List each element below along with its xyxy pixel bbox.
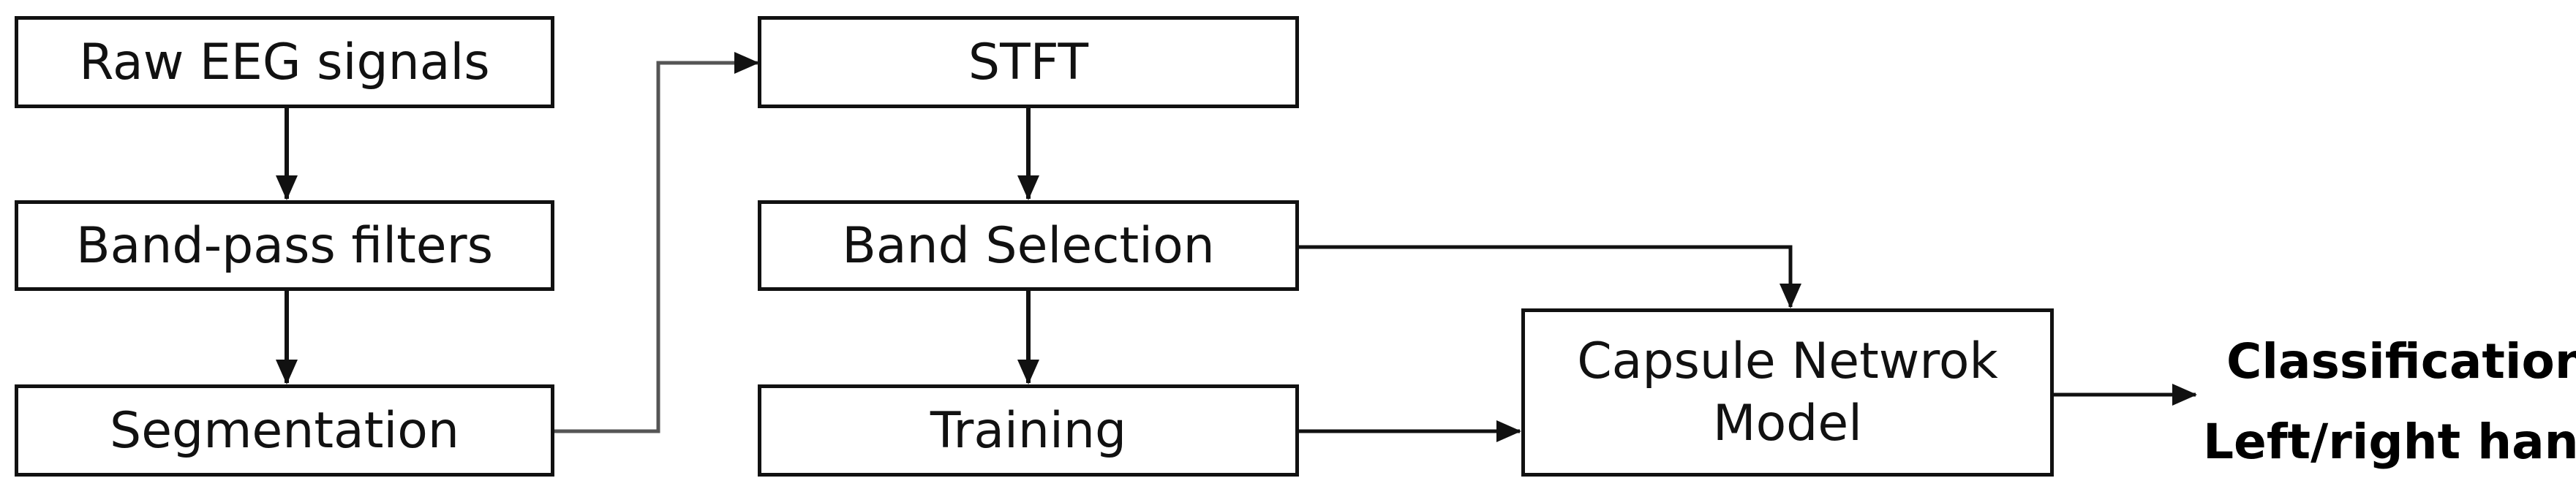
band-pass-filters-box: Band-pass filters [15, 200, 554, 291]
capsule-model-label-line1: Capsule Netwrok [1577, 333, 1998, 390]
capsule-network-model-box: Capsule Netwrok Model [1521, 308, 2054, 477]
training-label: Training [930, 401, 1127, 460]
band-pass-filters-label: Band-pass filters [75, 216, 494, 275]
arrow-segmentation-to-stft [554, 52, 759, 433]
segmentation-label: Segmentation [110, 401, 459, 460]
training-box: Training [758, 384, 1299, 477]
classification-label: Classification [2226, 333, 2576, 390]
arrow-band-selection-to-capsule [1299, 245, 1801, 308]
stft-box: STFT [758, 16, 1299, 108]
stft-label: STFT [968, 33, 1089, 91]
band-selection-label: Band Selection [842, 216, 1215, 275]
band-selection-box: Band Selection [758, 200, 1299, 291]
raw-eeg-signals-label: Raw EEG signals [79, 33, 490, 91]
capsule-model-label-line2: Model [1712, 395, 1863, 452]
raw-eeg-signals-box: Raw EEG signals [15, 16, 554, 108]
left-right-hand-output: Left/right hand [2203, 418, 2576, 466]
classification-output: Classification [2226, 338, 2576, 386]
left-right-hand-label: Left/right hand [2203, 414, 2576, 470]
segmentation-box: Segmentation [15, 384, 554, 477]
